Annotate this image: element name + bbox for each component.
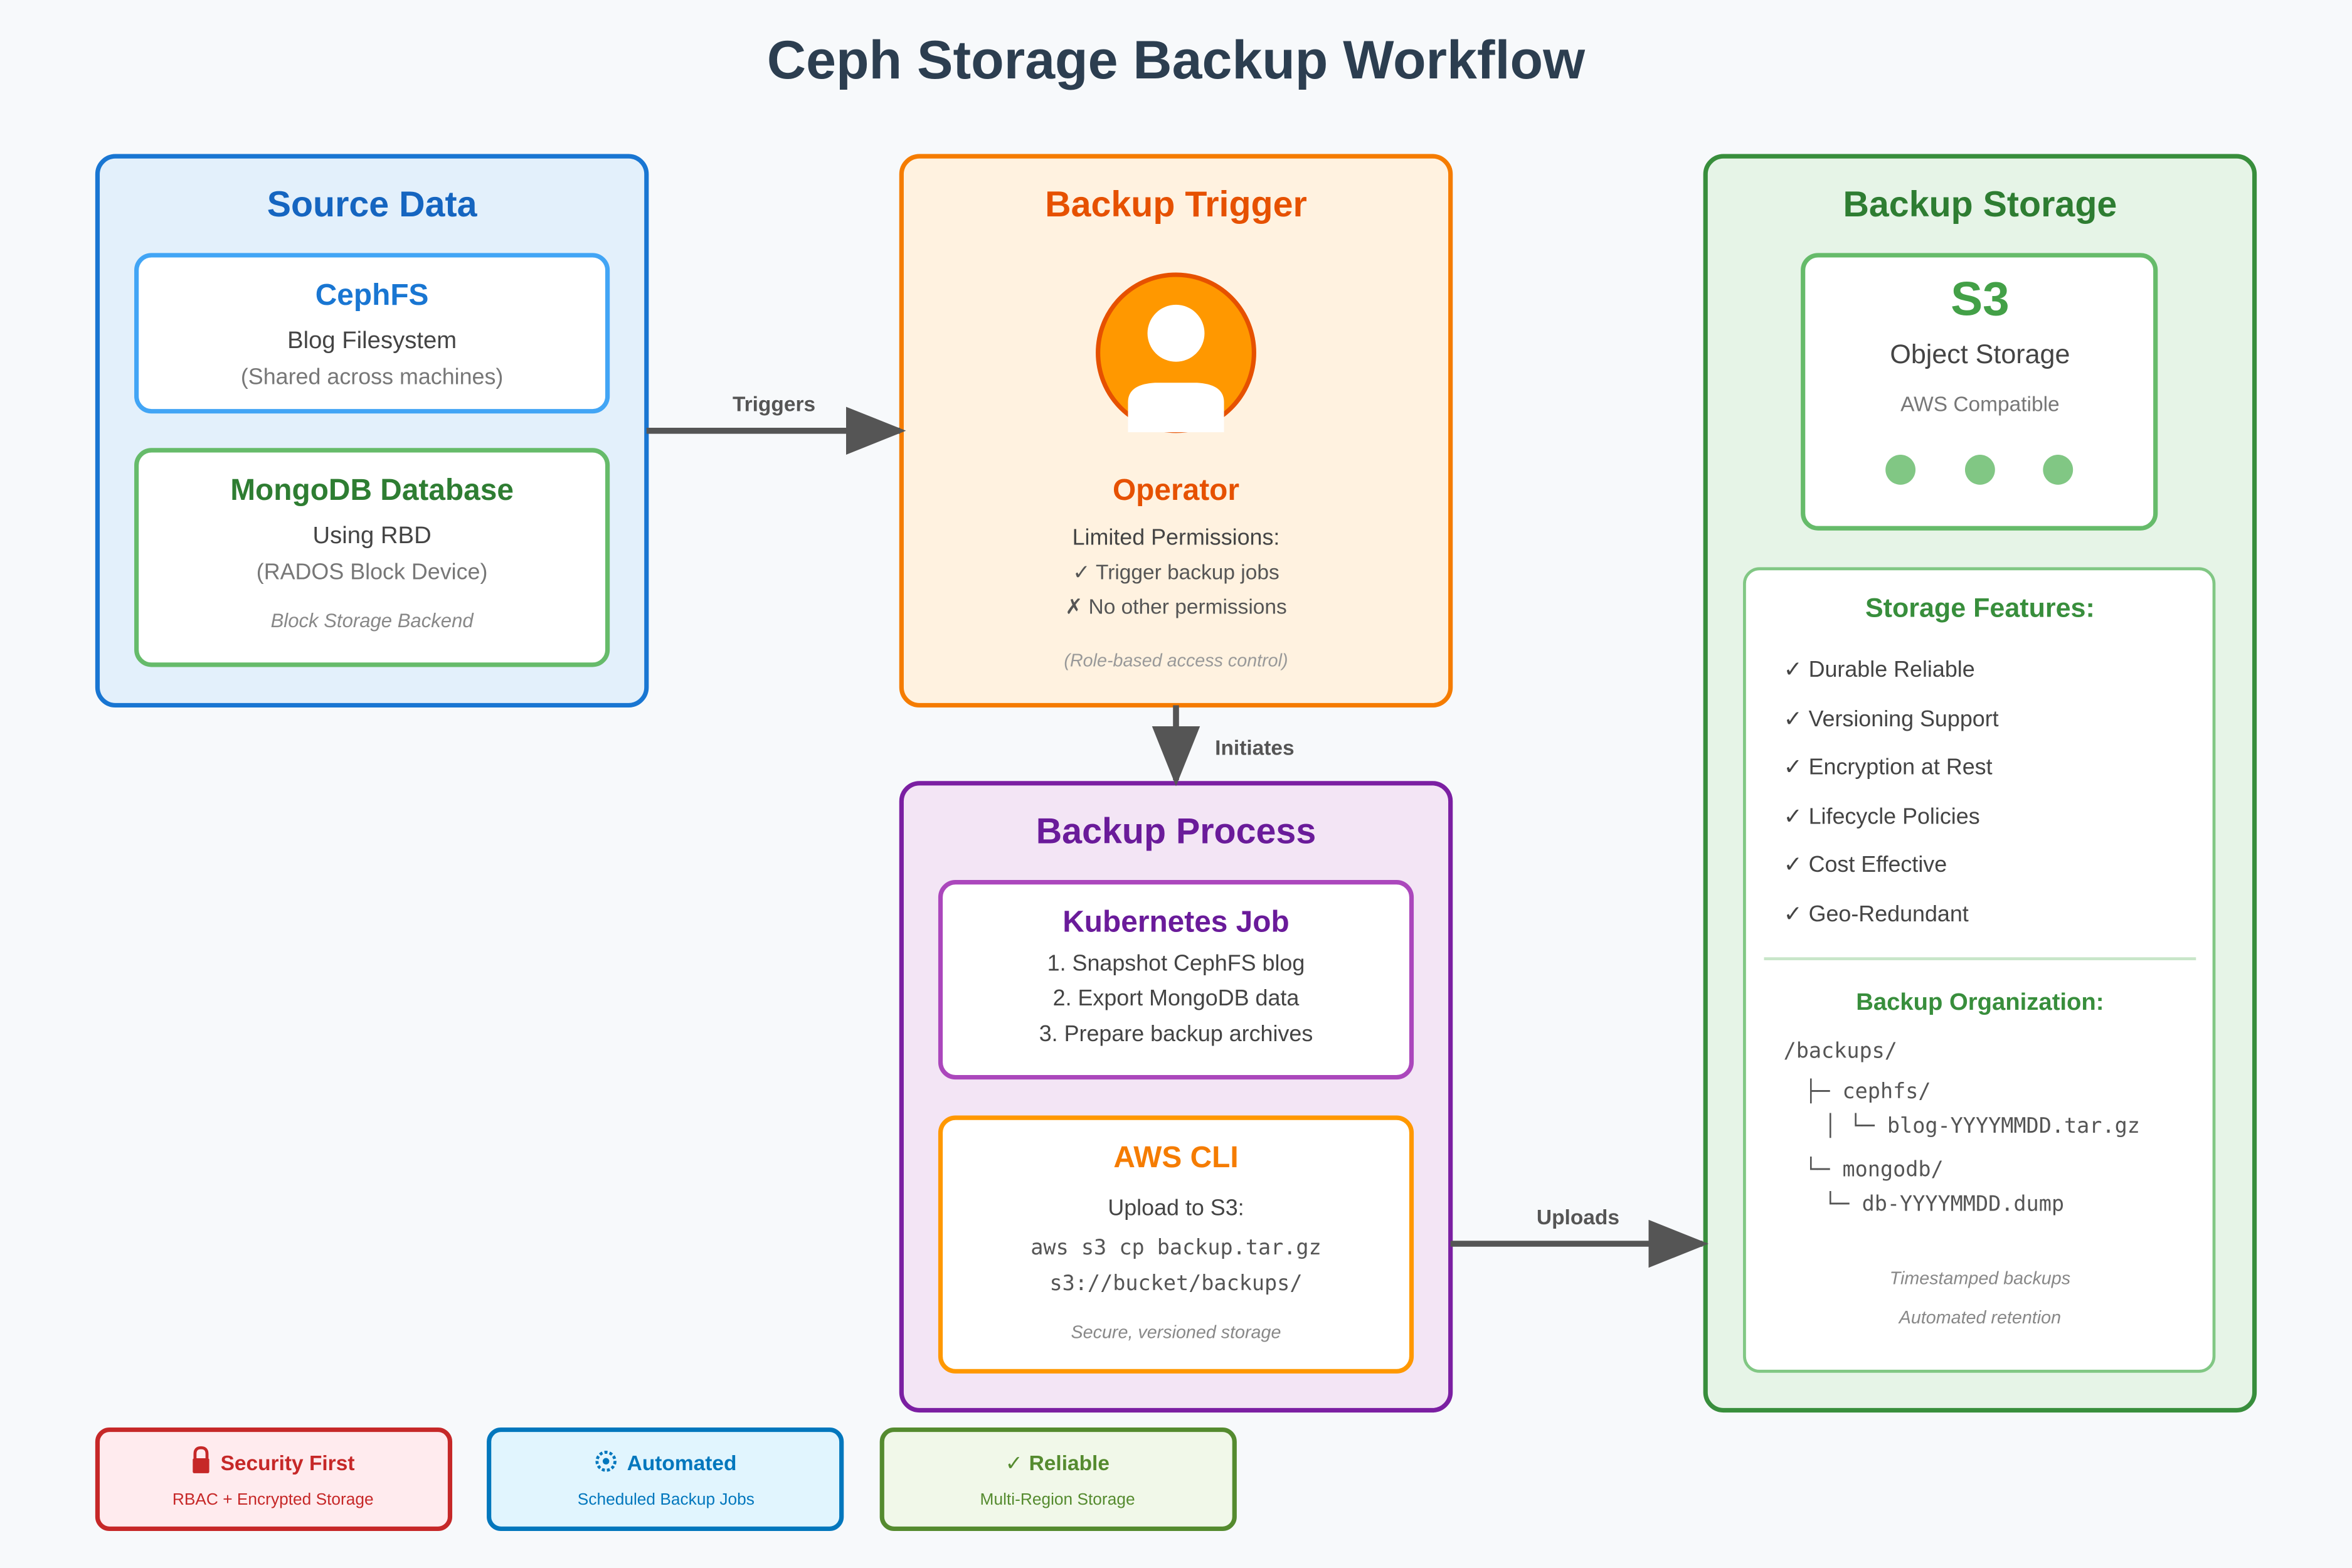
kubernetes-job-card[interactable]: Kubernetes Job 1. Snapshot CephFS blog 2… [938,880,1414,1080]
source-data-title: Source Data [267,184,478,225]
s3-card[interactable]: S3 Object Storage AWS Compatible [1801,253,2158,531]
storage-details-frame [1743,567,2216,1373]
aws-cli-title: AWS CLI [1113,1141,1238,1174]
check-icon: ✓ [1005,1452,1023,1475]
edge-triggers: Triggers [646,393,906,455]
aws-cli-command: aws s3 cp backup.tar.gz [1030,1235,1321,1259]
badge-automated[interactable]: Automated Scheduled Backup Jobs [487,1427,844,1532]
aws-cli-note: Secure, versioned storage [1071,1323,1281,1343]
tree-item: │ └─ blog-YYYYMMDD.tar.gz [1824,1113,2140,1138]
backup-trigger-title: Backup Trigger [1045,184,1307,225]
edge-initiates: Initiates [1152,705,1295,787]
storage-features-title: Storage Features: [1865,593,2095,623]
storage-details-card: Storage Features: ✓ Durable Reliable ✓ V… [1743,567,2216,1373]
backup-process-panel: Backup Process Kubernetes Job 1. Snapsho… [899,781,1453,1413]
tree-item: ├─ cephfs/ [1804,1078,1931,1104]
operator-role: Operator [1113,474,1239,507]
backup-trigger-panel: Backup Trigger Operator Limited Permissi… [899,154,1453,708]
job-step: 3. Prepare backup archives [1039,1021,1313,1046]
mongodb-title: MongoDB Database [230,474,514,507]
badge-security-sub: RBAC + Encrypted Storage [172,1490,374,1508]
feature-item: ✓ Lifecycle Policies [1784,803,1980,829]
badge-automated-sub: Scheduled Backup Jobs [578,1490,755,1508]
mongodb-note: Block Storage Backend [271,610,475,632]
kubernetes-job-frame [938,880,1414,1080]
backup-organization-title: Backup Organization: [1856,988,2104,1015]
feature-item: ✓ Cost Effective [1784,852,1947,877]
source-data-panel: Source Data CephFS Blog Filesystem (Shar… [95,154,649,708]
mongodb-card[interactable]: MongoDB Database Using RBD (RADOS Block … [134,448,610,667]
cephfs-title: CephFS [315,278,429,312]
edge-label-triggers: Triggers [733,393,815,416]
storage-note: Timestamped backups [1890,1269,2070,1289]
badge-security[interactable]: Security First RBAC + Encrypted Storage [95,1427,453,1532]
s3-dot-icon [2043,455,2074,485]
edge-label-uploads: Uploads [1537,1206,1619,1229]
mongodb-card-frame [134,448,610,667]
feature-item: ✓ Durable Reliable [1784,657,1975,682]
cephfs-card-frame [134,253,610,414]
badge-reliable-title: Reliable [1029,1452,1110,1475]
storage-note: Automated retention [1898,1308,2061,1328]
backup-process-title: Backup Process [1036,811,1316,851]
edge-label-initiates: Initiates [1215,736,1294,760]
page-title: Ceph Storage Backup Workflow [767,30,1586,90]
lock-icon [193,1446,209,1473]
kubernetes-job-title: Kubernetes Job [1062,906,1289,939]
permission-allowed: ✓ Trigger backup jobs [1073,561,1279,585]
cephfs-card[interactable]: CephFS Blog Filesystem (Shared across ma… [134,253,610,414]
mongodb-line2: (RADOS Block Device) [257,559,488,585]
aws-cli-line1: Upload to S3: [1108,1195,1244,1221]
cephfs-line2: (Shared across machines) [241,364,504,389]
edge-uploads: Uploads [1450,1206,1709,1268]
rbac-note: (Role-based access control) [1064,650,1288,670]
backup-storage-title: Backup Storage [1843,184,2117,225]
badge-security-frame [95,1427,453,1532]
mongodb-line1: Using RBD [313,522,432,549]
job-step: 1. Snapshot CephFS blog [1047,951,1305,976]
badge-security-title: Security First [221,1452,355,1475]
gear-icon [595,1451,617,1472]
permissions-heading: Limited Permissions: [1073,525,1280,550]
badge-automated-title: Automated [627,1452,737,1475]
s3-line2: AWS Compatible [1900,393,2060,416]
aws-cli-frame [938,1115,1414,1374]
badge-automated-frame [487,1427,844,1532]
job-step: 2. Export MongoDB data [1053,985,1300,1010]
s3-line1: Object Storage [1890,339,2070,369]
s3-title: S3 [1951,273,2010,326]
aws-cli-destination: s3://bucket/backups/ [1049,1271,1302,1295]
backup-storage-panel: Backup Storage S3 Object Storage AWS Com… [1703,154,2257,1413]
badge-reliable[interactable]: ✓ Reliable Multi-Region Storage [879,1427,1237,1532]
permission-denied: ✗ No other permissions [1065,596,1287,619]
feature-item: ✓ Geo-Redundant [1784,901,1969,926]
feature-item: ✓ Versioning Support [1784,706,1999,731]
feature-item: ✓ Encryption at Rest [1784,754,1993,779]
badge-reliable-frame [879,1427,1237,1532]
user-icon [1096,272,1256,433]
cephfs-line1: Blog Filesystem [287,327,457,354]
aws-cli-card[interactable]: AWS CLI Upload to S3: aws s3 cp backup.t… [938,1115,1414,1374]
s3-dot-icon [1964,455,1995,485]
s3-dot-icon [1885,455,1916,485]
badge-reliable-sub: Multi-Region Storage [980,1490,1135,1508]
tree-root: /backups/ [1784,1038,1897,1062]
tree-item: └─ db-YYYYMMDD.dump [1824,1190,2064,1216]
tree-item: └─ mongodb/ [1804,1156,1944,1181]
